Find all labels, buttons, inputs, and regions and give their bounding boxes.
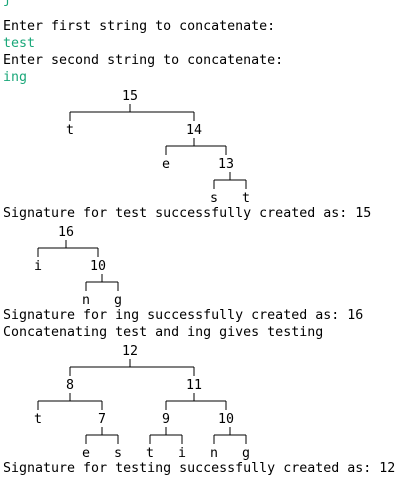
tree-ing-root: 16 [58, 225, 74, 240]
tree-testing-rl-left: t [146, 446, 154, 461]
tree-test-left: t [66, 123, 74, 138]
tree-testing: 12 8 11 t 7 e s 9 10 t i [34, 344, 250, 461]
tree-testing-r-right: 10 [218, 412, 234, 427]
signature-message-testing: Signature for testing successfully creat… [3, 461, 396, 476]
tree-test-right-left: e [162, 157, 170, 172]
tree-ing-right-right: g [114, 293, 122, 308]
tree-testing-l-left: t [34, 412, 42, 427]
input-first-string: test [3, 36, 36, 51]
tree-testing-rl-right: i [178, 446, 186, 461]
tree-testing-right: 11 [186, 378, 202, 393]
tree-testing-r-left: 9 [162, 412, 170, 427]
tree-test: 15 t 14 e 13 s t [66, 89, 250, 206]
tree-ing: 16 i 10 n g [34, 225, 122, 308]
prompt-first-string: Enter first string to concatenate: [3, 19, 276, 34]
tree-testing-left: 8 [66, 378, 74, 393]
tree-test-right-right: 13 [218, 157, 234, 172]
tree-test-root: 15 [122, 89, 138, 104]
prompt-second-string: Enter second string to concatenate: [3, 53, 284, 68]
tree-ing-right-left: n [82, 293, 90, 308]
tree-test-rr-right: t [242, 191, 250, 206]
tree-testing-l-right: 7 [98, 412, 106, 427]
tree-testing-lr-left: e [82, 446, 90, 461]
tree-testing-root: 12 [122, 344, 138, 359]
signature-message-ing: Signature for ing successfully created a… [3, 308, 364, 323]
tree-test-right: 14 [186, 123, 202, 138]
tree-testing-rr-right: g [242, 446, 250, 461]
signature-message-test: Signature for test successfully created … [3, 206, 372, 221]
tree-ing-left: i [34, 259, 42, 274]
input-second-string: ing [3, 70, 28, 85]
previous-input-line: j [3, 0, 11, 8]
tree-test-rr-left: s [210, 191, 218, 206]
tree-testing-lr-right: s [114, 446, 122, 461]
tree-ing-right: 10 [90, 259, 106, 274]
concatenation-message: Concatenating test and ing gives testing [3, 325, 324, 340]
tree-testing-rr-left: n [210, 446, 218, 461]
